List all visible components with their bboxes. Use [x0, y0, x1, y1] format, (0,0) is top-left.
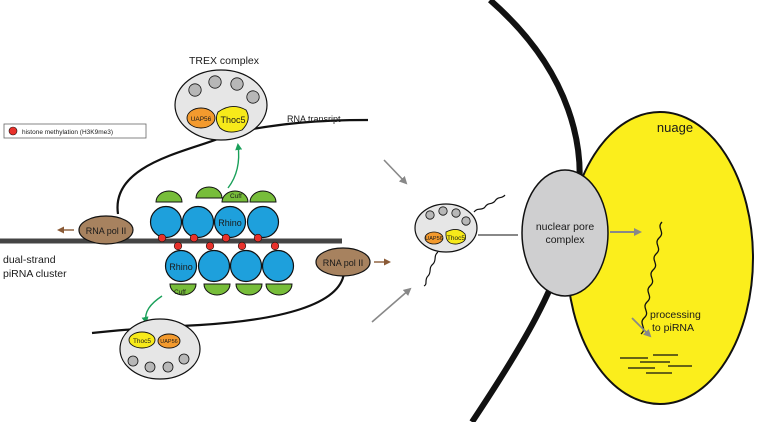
dual-strand-label-2: piRNA cluster	[3, 268, 67, 280]
pirna-fragments	[620, 354, 692, 374]
processing-arrow	[631, 317, 652, 338]
exported-rna-tail-bottom	[423, 251, 439, 287]
trex-bottom-uap56-label: UAP56	[160, 339, 177, 345]
histone-marks-bottom	[173, 241, 280, 251]
legend-histone-label: histone methylation (H3K9me3)	[22, 129, 113, 136]
cuff-bottom-label: Cuff	[174, 289, 186, 296]
legend-histone: histone methylation (H3K9me3)	[3, 123, 147, 139]
trex-complex-bottom: Thoc5 UAP56	[119, 318, 201, 380]
cuff-top-label: Cuff	[230, 193, 242, 200]
dual-strand-label-1: dual-strand	[3, 254, 56, 266]
legend-histone-marker	[8, 126, 18, 136]
rhino-bottom-row	[164, 249, 295, 283]
trex-uap56-label: UAP56	[191, 116, 212, 123]
trex-thoc5-label: Thoc5	[220, 115, 245, 125]
exported-rna-tail-top	[473, 194, 506, 213]
nuclear-pore-complex	[521, 169, 609, 297]
trex-complex-label: TREX complex	[189, 55, 260, 67]
rna-transcript-bottom	[91, 272, 346, 335]
recruit-arrow-bottom	[141, 295, 163, 324]
rna-pol-ii-right	[315, 247, 371, 277]
rna-pol-ii-left-label: RNA pol II	[86, 226, 127, 236]
processing-label-1: processing	[650, 309, 701, 321]
rna-pol-ii-left	[78, 215, 134, 245]
nuclear-pore-label-1: nuclear pore	[536, 221, 595, 233]
histone-marks-top	[157, 233, 263, 243]
rna-transcript-label: RNA transript	[287, 114, 341, 124]
nuclear-pore-label-2: complex	[545, 234, 585, 246]
rna-pol-ii-right-label: RNA pol II	[323, 258, 364, 268]
rhino-top-label: Rhino	[218, 218, 242, 228]
incoming-arrow-top	[383, 159, 408, 185]
trex-bottom-thoc5-label: Thoc5	[133, 338, 151, 345]
nuage-rna-wavy	[640, 221, 663, 335]
cuff-top-row	[155, 186, 277, 203]
exported-trex-complex: UAP56 Thoc5	[414, 203, 478, 253]
incoming-arrow-bottom	[371, 287, 412, 323]
recruit-arrow-top	[227, 143, 243, 189]
rhino-bottom-label: Rhino	[169, 262, 193, 272]
processing-label-2: to piRNA	[652, 322, 694, 334]
nuage-label: nuage	[657, 120, 693, 135]
cuff-bottom-row	[169, 283, 293, 296]
exported-thoc5-label: Thoc5	[447, 235, 465, 242]
exported-uap56-label: UAP56	[425, 236, 442, 242]
trex-complex-top: UAP56 Thoc5	[174, 69, 268, 141]
rhino-top-row	[149, 205, 280, 239]
